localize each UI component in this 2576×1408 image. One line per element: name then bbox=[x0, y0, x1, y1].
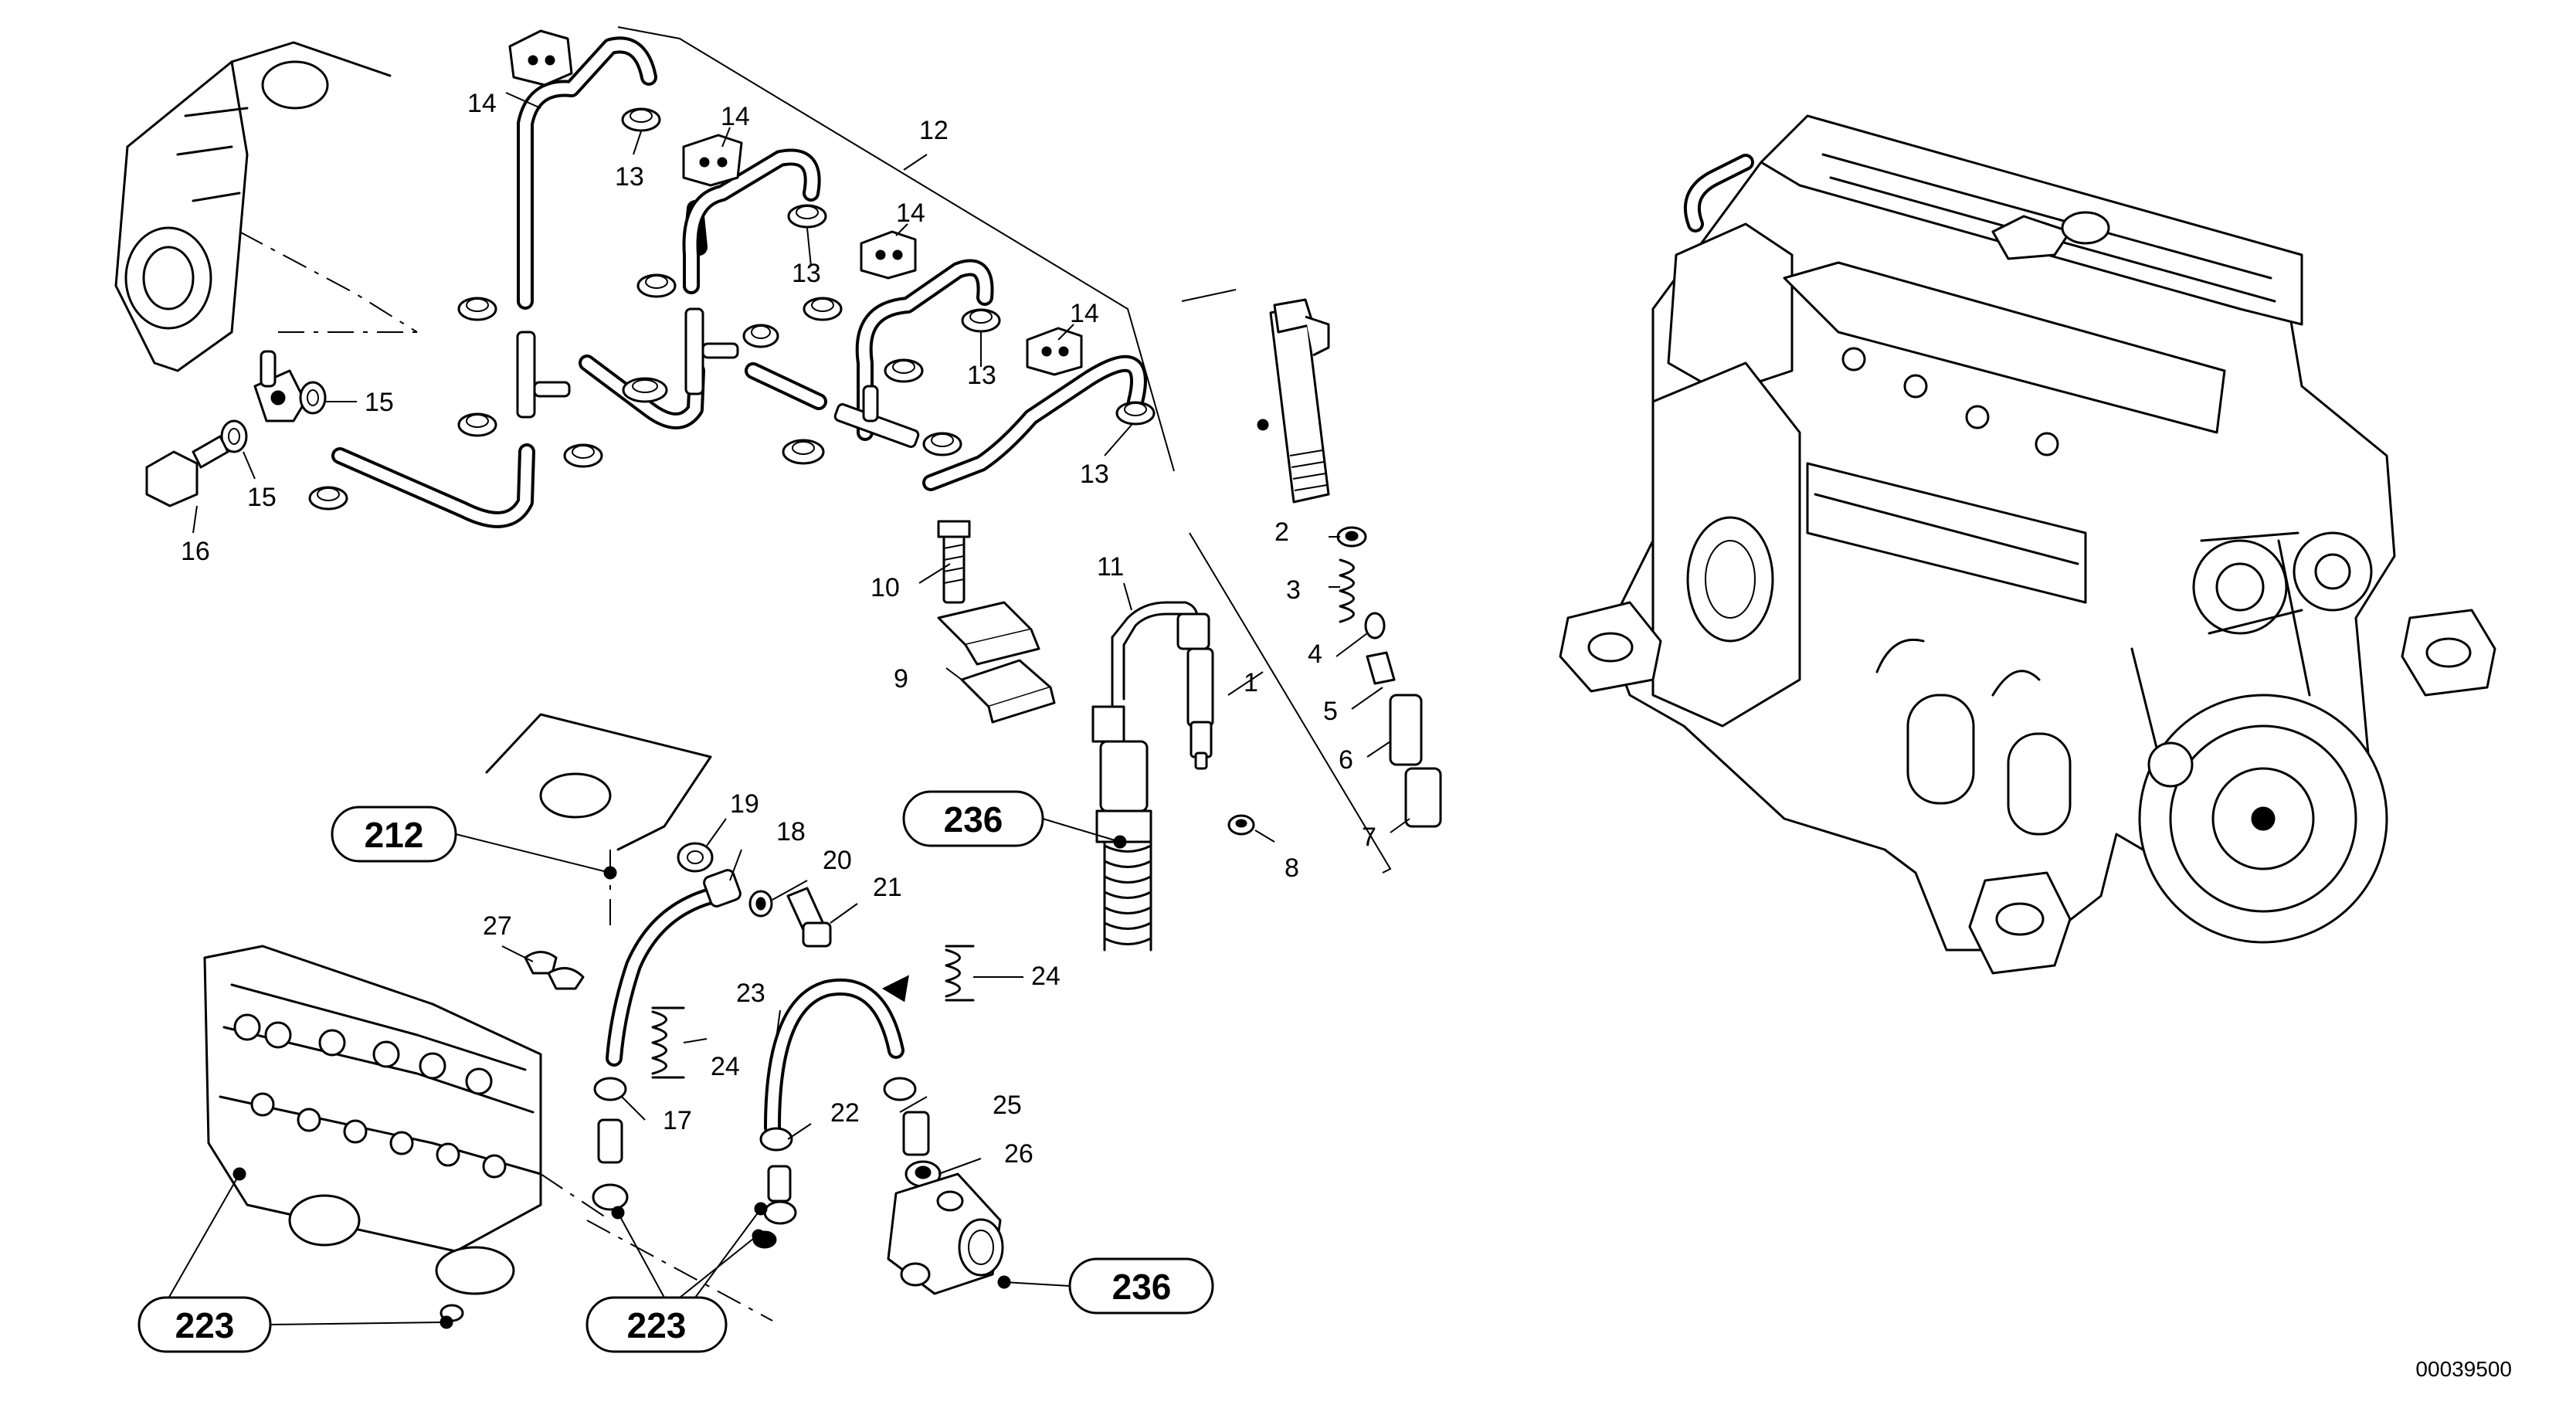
leak-off-hose-3 bbox=[855, 230, 994, 441]
callout-8: 8 bbox=[1285, 853, 1299, 883]
engine-block-fragment bbox=[114, 41, 418, 372]
callout-15b: 15 bbox=[247, 483, 277, 512]
callout-13d: 13 bbox=[1080, 460, 1109, 489]
fuel-pump-housing bbox=[203, 945, 773, 1322]
ref-label-236-lower: 236 bbox=[1112, 1267, 1172, 1307]
callout-22: 22 bbox=[830, 1098, 860, 1128]
reference-bubbles bbox=[137, 790, 1214, 1353]
spring-24-right bbox=[945, 945, 975, 1002]
callout-1: 1 bbox=[1244, 668, 1258, 697]
leak-off-hose-2 bbox=[682, 134, 821, 294]
ref-bubble-212[interactable] bbox=[331, 806, 457, 863]
callout-24b: 24 bbox=[1031, 962, 1061, 991]
callout-5: 5 bbox=[1323, 697, 1338, 726]
injector-internals bbox=[1336, 526, 1442, 828]
return-hose-lower bbox=[331, 355, 827, 528]
fuel-hose-23 bbox=[764, 975, 909, 1136]
ref-label-212: 212 bbox=[365, 815, 424, 855]
callout-numbers: 1 2 3 4 5 6 7 8 9 10 11 12 13 13 13 13 1… bbox=[181, 89, 1376, 1169]
fuel-line-assembly bbox=[606, 842, 832, 1067]
callout-25: 25 bbox=[993, 1091, 1022, 1120]
hose-clamps bbox=[308, 107, 1156, 511]
leak-off-hose-1 bbox=[508, 29, 657, 310]
spring-24-left bbox=[651, 1006, 685, 1079]
callout-12: 12 bbox=[919, 116, 949, 145]
callout-9: 9 bbox=[894, 664, 908, 694]
assembly-outline-12b bbox=[1181, 289, 1392, 874]
callout-26: 26 bbox=[1004, 1139, 1033, 1169]
ref-label-223-center: 223 bbox=[627, 1305, 687, 1345]
callout-17: 17 bbox=[663, 1106, 692, 1135]
callout-16: 16 bbox=[181, 537, 210, 566]
callout-13a: 13 bbox=[615, 162, 644, 192]
assembly-outline-12 bbox=[617, 26, 1175, 472]
callout-14d: 14 bbox=[1070, 299, 1099, 328]
valve-block bbox=[887, 1172, 1004, 1295]
callout-15a: 15 bbox=[365, 388, 394, 417]
drawing-number: 00039500 bbox=[2415, 1357, 2512, 1381]
callout-18: 18 bbox=[776, 817, 806, 846]
leader-lines-lower bbox=[501, 818, 1023, 1175]
reference-leaders bbox=[161, 818, 1127, 1329]
engine-housing-lower bbox=[485, 713, 712, 927]
callout-21: 21 bbox=[873, 873, 902, 902]
callout-14a: 14 bbox=[467, 89, 497, 118]
callout-2: 2 bbox=[1274, 517, 1289, 547]
callout-13c: 13 bbox=[967, 361, 996, 390]
ref-bubble-236-lower[interactable] bbox=[1068, 1257, 1214, 1315]
callout-11: 11 bbox=[1097, 552, 1124, 582]
ref-bubble-223-center[interactable] bbox=[585, 1296, 728, 1353]
injector-assembly bbox=[1091, 601, 1214, 770]
ref-bubble-223-left[interactable] bbox=[137, 1296, 272, 1353]
ref-label-236-upper: 236 bbox=[944, 799, 1003, 840]
callout-14b: 14 bbox=[721, 102, 750, 131]
clip-27 bbox=[524, 951, 585, 990]
reference-labels: 212 236 236 223 223 bbox=[175, 799, 1172, 1345]
t-fittings bbox=[516, 307, 920, 448]
callout-14c: 14 bbox=[896, 198, 925, 228]
leak-off-hose-4 bbox=[922, 327, 1147, 491]
clamp-bolt-10 bbox=[937, 520, 971, 604]
sealing-washer-8 bbox=[1227, 814, 1255, 836]
callout-6: 6 bbox=[1339, 745, 1353, 775]
clamping-plates-9 bbox=[937, 601, 1056, 724]
callout-3: 3 bbox=[1286, 575, 1301, 605]
callout-4: 4 bbox=[1308, 640, 1322, 669]
injection-pump-element bbox=[1095, 740, 1152, 952]
callout-10: 10 bbox=[871, 573, 900, 602]
callout-27: 27 bbox=[483, 911, 512, 941]
banjo-fitting-assembly bbox=[145, 350, 327, 507]
leader-lines bbox=[192, 92, 1410, 843]
callout-7: 7 bbox=[1362, 823, 1376, 852]
callout-24a: 24 bbox=[711, 1052, 740, 1081]
callout-20: 20 bbox=[823, 846, 852, 875]
callout-23: 23 bbox=[736, 979, 765, 1008]
ref-label-223-left: 223 bbox=[175, 1305, 235, 1345]
injector-holder-1 bbox=[1269, 298, 1330, 504]
callout-19: 19 bbox=[730, 789, 759, 819]
callout-13b: 13 bbox=[792, 259, 821, 288]
connectors-lower bbox=[592, 1077, 942, 1249]
ref-bubble-236-upper[interactable] bbox=[902, 790, 1044, 847]
engine-assembly-illustration bbox=[1559, 114, 2496, 975]
